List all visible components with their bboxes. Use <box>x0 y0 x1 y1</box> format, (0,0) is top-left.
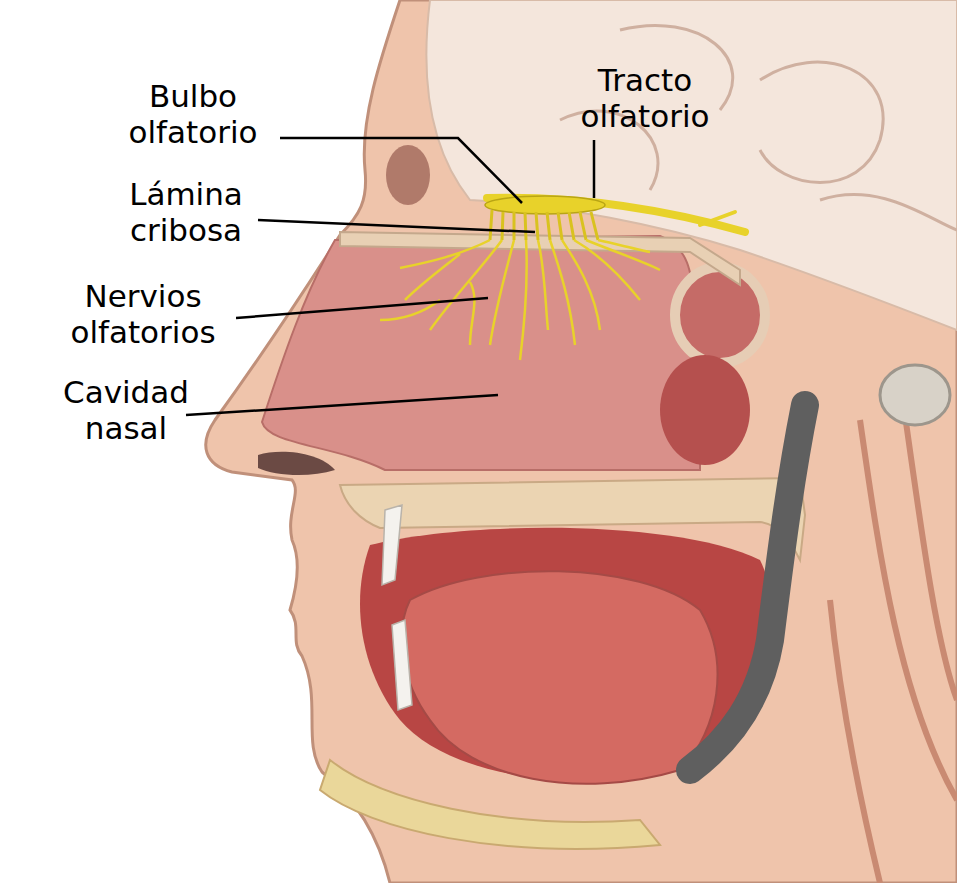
olfactory-bulb <box>485 196 605 214</box>
tongue <box>402 571 718 784</box>
neck-muscles <box>830 380 957 883</box>
part-label: Lámina cribosa <box>91 176 281 248</box>
incisor-upper <box>382 505 402 585</box>
leader-nervios <box>236 298 488 318</box>
nasopharynx <box>660 355 750 465</box>
part-label: Nervios olfatorios <box>43 278 243 350</box>
olfactory-tract-branch <box>700 212 735 225</box>
sphenoid-sinus <box>675 267 765 363</box>
incisor-lower <box>392 620 412 710</box>
nostril <box>258 452 335 475</box>
cribriform-plate <box>340 232 740 285</box>
olfactory-nerves <box>380 240 660 360</box>
head-silhouette <box>206 0 957 883</box>
leader-lamina <box>258 220 535 232</box>
nerve-fibers-through-plate <box>490 210 598 240</box>
frontal-sinus <box>386 145 430 205</box>
part-label: Cavidad nasal <box>41 374 211 446</box>
leader-cavidad <box>186 395 498 415</box>
pharynx <box>690 405 805 770</box>
mandible <box>320 760 660 849</box>
leader-tracto <box>593 140 596 198</box>
leader-bulbo <box>280 138 522 203</box>
part-label: Bulbo olfatorio <box>98 78 288 150</box>
ear-structure <box>880 365 950 425</box>
nasal-cavity <box>262 236 700 470</box>
part-label: Tracto olfatorio <box>545 62 745 134</box>
